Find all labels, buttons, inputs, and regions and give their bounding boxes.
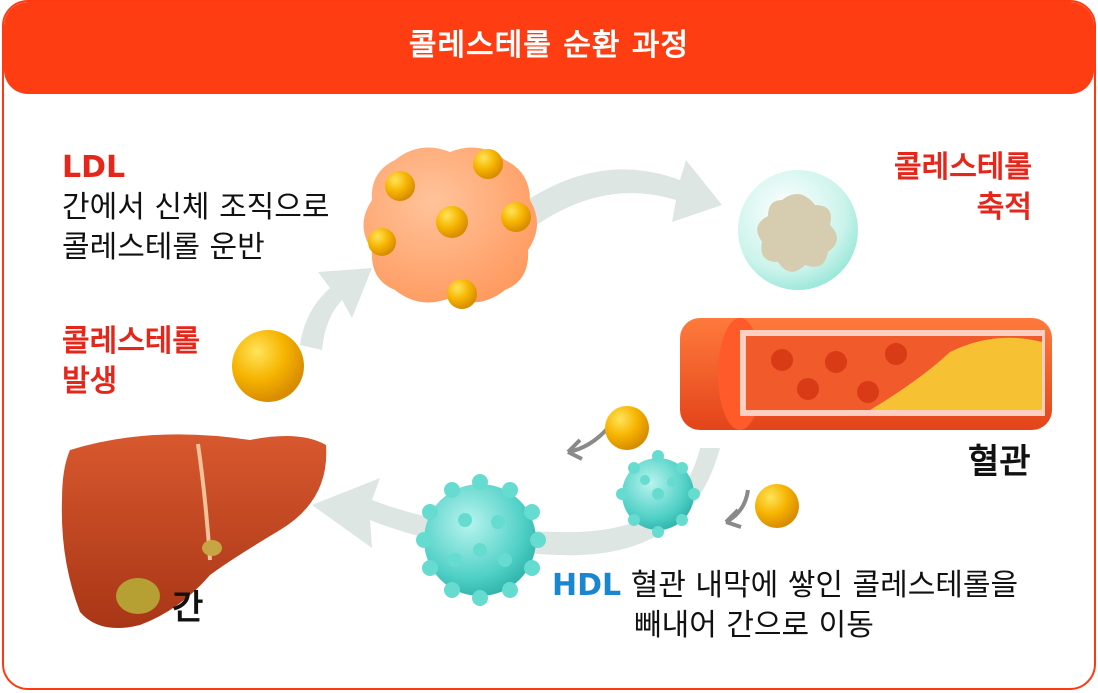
hdl-particle-small [616, 450, 700, 538]
title-banner: 콜레스테롤 순환 과정 [4, 2, 1094, 94]
accumulation-label: 콜레스테롤 축적 [894, 148, 1032, 228]
arrow-top [520, 160, 722, 226]
hdl-label: HDL 혈관 내막에 쌓인 콜레스테롤을 빼내어 간으로 이동 [552, 566, 1018, 646]
arrow-up-left [300, 268, 372, 350]
hdl-particle-large [416, 474, 546, 606]
hdl-term: HDL [552, 568, 622, 603]
accumulation-line-1: 콜레스테롤 [894, 150, 1032, 185]
hdl-desc-line-2: 빼내어 간으로 이동 [634, 608, 874, 643]
cholesterol-ball-small-1 [605, 406, 649, 450]
liver [61, 434, 327, 629]
generation-line-2: 발생 [62, 364, 118, 399]
small-arrow-2-head [724, 508, 742, 529]
cholesterol-ball-small-2 [755, 484, 799, 528]
ldl-term: LDL [62, 150, 126, 185]
liver-label: 간 [172, 588, 204, 628]
cholesterol-ball [232, 330, 304, 402]
ldl-particle [363, 147, 538, 309]
accumulation-line-2: 축적 [976, 190, 1032, 225]
ldl-desc-line-1: 간에서 신체 조직으로 [62, 190, 330, 225]
ldl-desc-line-2: 콜레스테롤 운반 [62, 230, 265, 265]
hdl-desc-line-1: 혈관 내막에 쌓인 콜레스테롤을 [630, 568, 1019, 603]
generation-label: 콜레스테롤 발생 [62, 322, 200, 402]
arrow-bottom [312, 448, 720, 556]
cycle-arrows [300, 160, 722, 556]
accumulation-bubble [738, 170, 858, 290]
diagram-title: 콜레스테롤 순환 과정 [408, 28, 690, 63]
blood-vessel [680, 318, 1052, 430]
ldl-label: LDL 간에서 신체 조직으로 콜레스테롤 운반 [62, 148, 329, 268]
generation-line-1: 콜레스테롤 [62, 324, 200, 359]
small-arrow-1-head [566, 438, 583, 461]
vessel-label: 혈관 [968, 442, 1031, 482]
